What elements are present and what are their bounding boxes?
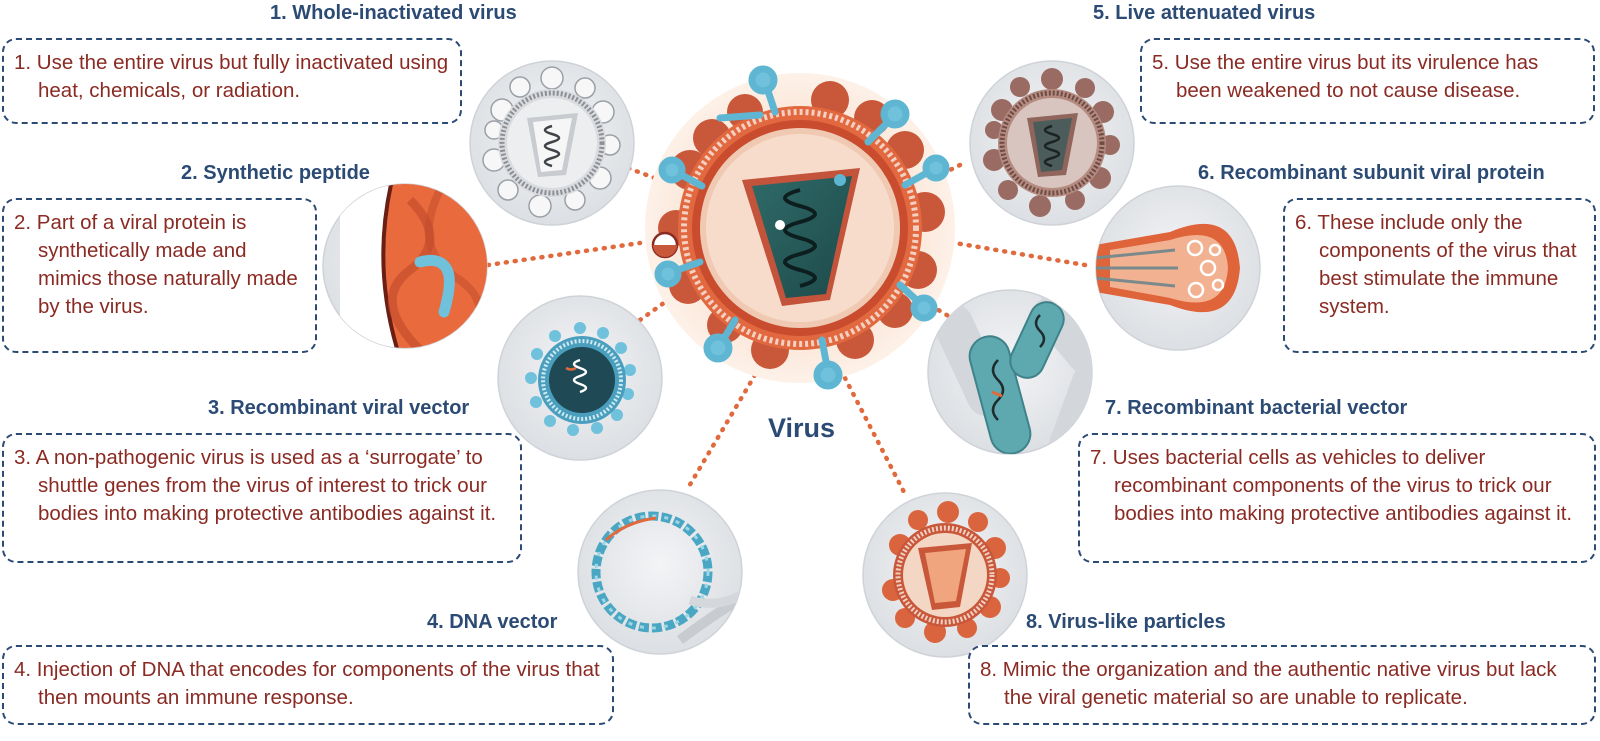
- description-live-attenuated-virus: 5. Use the entire virus but its virulenc…: [1140, 38, 1595, 124]
- title-synthetic-peptide: 2. Synthetic peptide: [181, 162, 370, 184]
- description-virus-like-particles: 8. Mimic the organization and the authen…: [968, 645, 1596, 725]
- title-recombinant-bacterial-vector: 7. Recombinant bacterial vector: [1105, 397, 1408, 419]
- description-whole-inactivated-virus: 1. Use the entire virus but fully inacti…: [2, 38, 462, 124]
- title-virus-like-particles: 8. Virus-like particles: [1026, 611, 1226, 633]
- description-recombinant-viral-vector: 3. A non-pathogenic virus is used as a ‘…: [2, 433, 522, 563]
- whole-inactivated-virus-icon: [469, 60, 635, 226]
- title-dna-vector: 4. DNA vector: [427, 611, 558, 633]
- description-synthetic-peptide: 2. Part of a viral protein is synthetica…: [2, 198, 317, 353]
- description-recombinant-bacterial-vector: 7. Uses bacterial cells as vehicles to d…: [1078, 433, 1596, 563]
- recombinant-subunit-protein-icon: [1095, 185, 1261, 351]
- title-recombinant-subunit-viral-protein: 6. Recombinant subunit viral protein: [1198, 162, 1545, 184]
- virus-like-particle-icon: [862, 492, 1028, 658]
- central-virus-icon: [645, 65, 955, 390]
- description-dna-vector: 4. Injection of DNA that encodes for com…: [2, 645, 614, 725]
- synthetic-peptide-icon: [322, 183, 488, 349]
- title-live-attenuated-virus: 5. Live attenuated virus: [1093, 2, 1316, 24]
- connector-lines: [485, 162, 1088, 497]
- recombinant-viral-vector-icon: [497, 295, 663, 461]
- dna-vector-icon: [577, 489, 743, 655]
- live-attenuated-virus-icon: [969, 60, 1135, 226]
- description-recombinant-subunit-viral-protein: 6. These include only the components of …: [1283, 198, 1596, 353]
- title-whole-inactivated-virus: 1. Whole-inactivated virus: [270, 2, 517, 24]
- center-virus-label: Virus: [768, 413, 836, 443]
- title-recombinant-viral-vector: 3. Recombinant viral vector: [208, 397, 470, 419]
- recombinant-bacterial-vector-icon: [927, 289, 1093, 455]
